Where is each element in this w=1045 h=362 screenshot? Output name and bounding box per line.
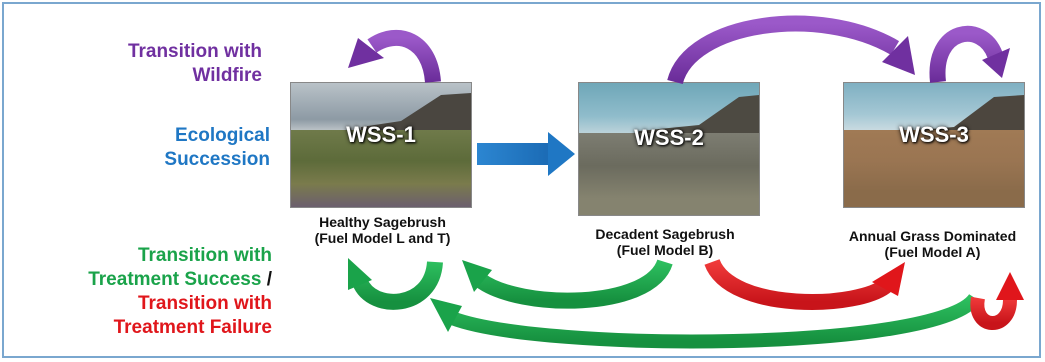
wildfire-arrow-wss1-self xyxy=(348,29,441,83)
legend-success-line2: Treatment Success xyxy=(88,269,262,290)
legend-failure-line1: Transition with xyxy=(137,293,272,314)
success-arrow-wss1-self xyxy=(348,258,443,310)
legend-treatment: Transition with Treatment Success / Tran… xyxy=(10,244,272,340)
wss-2-label: WSS-2 xyxy=(634,125,704,151)
failure-arrow-wss2-to-wss3 xyxy=(704,258,905,310)
legend-failure-line2: Treatment Failure xyxy=(113,317,272,338)
wss-1-photo: WSS-1 xyxy=(290,82,472,208)
legend-succession-line1: Ecological xyxy=(174,125,270,146)
success-arrow-wss3-to-wss1 xyxy=(430,293,981,349)
legend-separator: / xyxy=(266,269,272,290)
wss-2-caption-line2: (Fuel Model B) xyxy=(616,242,714,258)
legend-succession-line2: Succession xyxy=(164,149,270,170)
wss-3-caption-line2: (Fuel Model A) xyxy=(884,244,981,260)
legend-succession: Ecological Succession xyxy=(80,124,270,172)
wss-2-photo: WSS-2 xyxy=(578,82,760,216)
legend-wildfire-line2: Wildfire xyxy=(192,65,263,86)
wss-3-caption: Annual Grass Dominated (Fuel Model A) xyxy=(825,228,1040,260)
wildfire-arrow-wss3-self xyxy=(929,25,1010,83)
succession-arrow-wss1-to-wss2 xyxy=(477,132,575,176)
wss-2-caption: Decadent Sagebrush (Fuel Model B) xyxy=(565,226,765,258)
wss-3-photo: WSS-3 xyxy=(843,82,1025,208)
legend-wildfire-line1: Transition with xyxy=(127,41,262,62)
legend-success-line1: Transition with xyxy=(137,245,272,266)
wss-2-caption-line1: Decadent Sagebrush xyxy=(595,226,735,242)
wildfire-arrow-wss2-to-wss3 xyxy=(667,15,915,85)
success-arrow-wss2-to-wss1 xyxy=(462,258,673,309)
failure-arrow-wss3-self xyxy=(970,272,1024,330)
wss-1-caption-line2: (Fuel Model L and T) xyxy=(314,230,451,246)
wss-1-caption: Healthy Sagebrush (Fuel Model L and T) xyxy=(285,214,480,246)
wss-1-caption-line1: Healthy Sagebrush xyxy=(319,214,446,230)
wss-3-label: WSS-3 xyxy=(899,122,969,148)
wss-1-label: WSS-1 xyxy=(346,122,416,148)
wss-3-caption-line1: Annual Grass Dominated xyxy=(848,228,1017,244)
legend-wildfire: Transition with Wildfire xyxy=(80,40,262,88)
